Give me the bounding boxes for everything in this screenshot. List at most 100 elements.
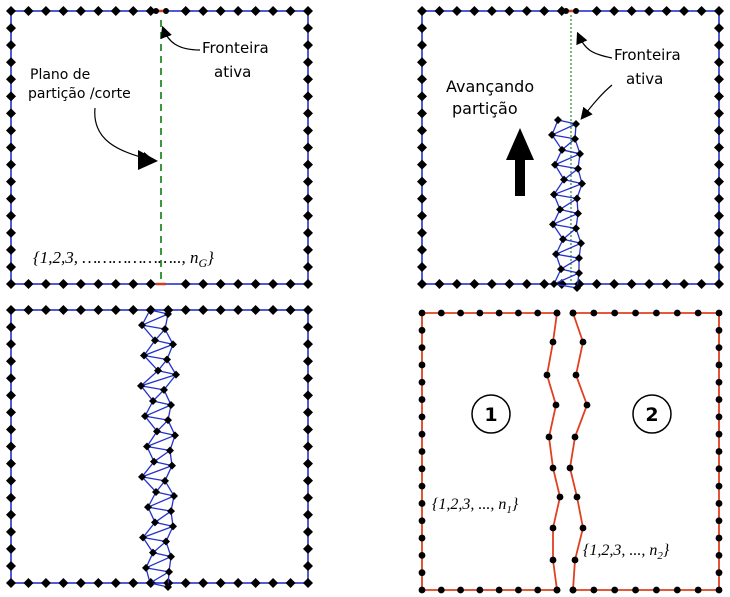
panel-initial-mesh: Fronteira ativa Plano de partição /corte…: [6, 6, 313, 289]
boundary-node: [714, 91, 724, 102]
boundary-node: [552, 401, 560, 409]
boundary-node: [285, 279, 296, 289]
boundary-label-line2: ativa: [214, 63, 251, 81]
boundary-node: [303, 560, 313, 571]
boundary-node: [268, 578, 279, 588]
mesh-node: [152, 488, 160, 496]
boundary-node: [418, 326, 426, 334]
boundary-node: [6, 91, 16, 102]
mesh-node: [165, 567, 173, 576]
boundary-node: [303, 6, 313, 16]
boundary-node: [486, 6, 497, 16]
node-set-label: {1,2,3, ……………….., nG}: [33, 248, 214, 270]
boundary-node: [653, 586, 660, 594]
boundary-node: [609, 279, 620, 289]
boundary-node: [417, 210, 427, 221]
boundary-node: [58, 305, 69, 315]
boundary-node: [418, 482, 426, 490]
boundary-node: [6, 509, 16, 520]
boundary-node: [715, 482, 723, 490]
mesh-edge: [141, 313, 169, 326]
boundary-node: [23, 279, 34, 289]
subdomain-2-node-set: {1,2,3, ..., n2}: [583, 542, 670, 562]
mesh-edge: [144, 404, 172, 417]
boundary-node: [632, 586, 639, 594]
mesh-edge: [553, 272, 580, 285]
boundary-node: [457, 586, 464, 594]
boundary-node: [6, 74, 16, 85]
boundary-node: [6, 57, 16, 68]
boundary-node: [715, 326, 723, 334]
boundary-node: [556, 6, 567, 16]
boundary-node: [180, 578, 191, 588]
boundary-node: [553, 586, 561, 594]
boundary-node: [545, 433, 553, 441]
mesh-edge: [551, 134, 563, 151]
mesh-edge: [143, 355, 159, 372]
boundary-node: [673, 309, 681, 317]
boundary-node: [715, 378, 723, 386]
boundary-node: [93, 279, 104, 289]
boundary-node: [6, 543, 16, 554]
boundary-node: [714, 40, 724, 51]
boundary-node: [549, 524, 557, 532]
boundary-node: [418, 534, 426, 542]
domain-boundary: [10, 309, 309, 584]
boundary-node: [110, 305, 121, 315]
boundary-node: [644, 279, 655, 289]
mesh-edge: [164, 480, 175, 497]
boundary-node: [715, 586, 723, 594]
mesh-edge: [563, 168, 579, 181]
boundary-node: [714, 23, 724, 34]
boundary-node: [303, 441, 313, 452]
mesh-edge: [153, 449, 171, 463]
mesh-node: [162, 537, 170, 546]
mesh-node: [171, 431, 179, 440]
boundary-node: [303, 74, 313, 85]
boundary-node: [417, 142, 427, 153]
boundary-node: [215, 578, 226, 588]
mesh-node: [560, 175, 568, 184]
boundary-node: [679, 279, 690, 289]
boundary-node: [715, 465, 723, 473]
mesh-edge: [141, 324, 156, 341]
boundary-node: [6, 210, 16, 221]
mesh-edge: [141, 476, 166, 482]
boundary-node: [233, 578, 244, 588]
boundary-node: [626, 279, 637, 289]
boundary-node: [417, 244, 427, 255]
boundary-node: [715, 344, 723, 352]
boundary-node: [303, 125, 313, 136]
boundary-node: [6, 193, 16, 204]
mesh-node: [550, 190, 558, 199]
boundary-node: [417, 279, 427, 289]
boundary-node: [609, 6, 620, 16]
mesh-node: [557, 265, 565, 274]
boundary-node: [110, 578, 121, 588]
mesh-edge: [146, 434, 176, 448]
boundary-node: [504, 279, 515, 289]
boundary-node: [303, 108, 313, 119]
mesh-node: [575, 254, 583, 263]
boundary-node: [417, 57, 427, 68]
boundary-node: [303, 244, 313, 255]
mesh-node: [167, 507, 175, 516]
boundary-node: [418, 309, 426, 317]
boundary-node: [58, 279, 69, 289]
boundary-node: [285, 6, 296, 16]
boundary-node: [198, 6, 209, 16]
boundary-node: [93, 6, 104, 16]
panel-full-strip: [6, 305, 313, 591]
boundary-node: [303, 526, 313, 537]
advance-label-line2: partição: [452, 99, 518, 118]
boundary-node: [714, 142, 724, 153]
boundary-node: [40, 6, 51, 16]
boundary-node: [543, 371, 551, 379]
boundary-node: [268, 305, 279, 315]
boundary-node: [590, 586, 598, 594]
boundary-node: [6, 390, 16, 401]
boundary-node: [451, 279, 462, 289]
boundary-node: [303, 578, 313, 588]
mesh-edge: [146, 430, 158, 447]
mesh-node: [573, 284, 581, 292]
